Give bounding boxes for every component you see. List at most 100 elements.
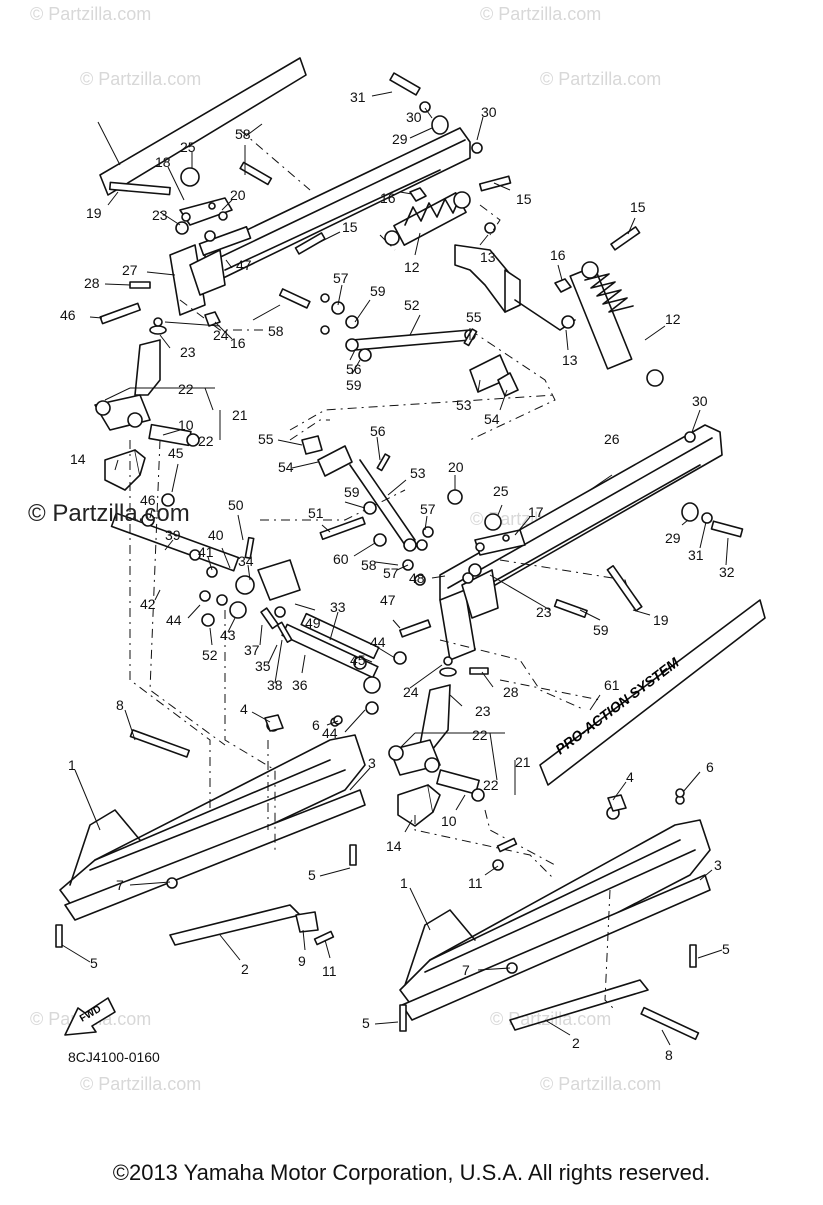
callout-label: 39 [165, 527, 181, 543]
callout-label: 23 [475, 703, 491, 719]
callout-label: 60 [333, 551, 349, 567]
watermark: © Partzilla.com [480, 4, 601, 24]
callout-label: 22 [198, 433, 214, 449]
callout-label: 47 [236, 257, 252, 273]
callout-label: 2 [241, 961, 249, 977]
assembly-lines [129, 129, 631, 1011]
callout-label: 5 [362, 1015, 370, 1031]
callout-label: 30 [481, 104, 497, 120]
callout-label: 8 [665, 1047, 673, 1063]
callout-label: 19 [653, 612, 669, 628]
watermark: © Partzilla.com [30, 4, 151, 24]
callout-label: 11 [322, 963, 337, 979]
copyright-footer: ©2013 Yamaha Motor Corporation, U.S.A. A… [112, 1160, 711, 1185]
callout-label: 52 [404, 297, 420, 313]
callout-label: 10 [178, 417, 194, 433]
callout-label: 58 [235, 126, 251, 142]
callout-label: 50 [228, 497, 244, 513]
steering-column-left [169, 226, 252, 316]
link-52-lower [349, 459, 417, 552]
callout-label: 59 [346, 377, 362, 393]
callout-label: 58 [361, 557, 377, 573]
callout-label: 15 [342, 219, 358, 235]
callout-label: 44 [166, 612, 182, 628]
steering-arm-17 [474, 529, 526, 556]
callout-label: 7 [116, 877, 124, 893]
callout-label: 10 [441, 813, 457, 829]
callout-label: 3 [368, 755, 376, 771]
callout-label: 25 [180, 139, 196, 155]
shock-absorber-12a [384, 191, 471, 246]
callout-label: 33 [330, 599, 346, 615]
callout-label: 57 [420, 501, 436, 517]
decal-61 [97, 57, 307, 196]
diagram-code: 8CJ4100-0160 [68, 1049, 160, 1065]
callout-label: 17 [528, 504, 544, 520]
spindle-right [388, 667, 485, 802]
callout-label: 57 [333, 270, 349, 286]
callout-label: 23 [152, 207, 168, 223]
callout-label: 21 [232, 407, 248, 423]
callout-label: 16 [380, 190, 396, 206]
callout-label: 19 [86, 205, 102, 221]
callout-label: 32 [719, 564, 735, 580]
watermark: © Partzilla.com [80, 1074, 201, 1094]
callout-label: 14 [386, 838, 402, 854]
callout-label: 54 [484, 411, 500, 427]
callout-label: 4 [626, 769, 634, 785]
watermark-text: © Partzilla.com [28, 500, 190, 527]
callout-label: 3 [714, 857, 722, 873]
callout-label: 1 [400, 875, 408, 891]
callout-label: 6 [706, 759, 714, 775]
callout-label: 15 [516, 191, 532, 207]
callout-label: 55 [258, 431, 274, 447]
callout-label: 28 [503, 684, 519, 700]
callout-label: 51 [308, 505, 324, 521]
callout-label: 47 [380, 592, 396, 608]
callout-label: 12 [404, 259, 420, 275]
callout-label: 2 [572, 1035, 580, 1051]
callout-label: 22 [472, 727, 488, 743]
callout-label: 26 [604, 431, 620, 447]
callout-label: 15 [630, 199, 646, 215]
callout-label: 56 [346, 361, 362, 377]
callout-label: 1 [68, 757, 76, 773]
callout-label: 5 [90, 955, 98, 971]
callout-label: 27 [122, 262, 138, 278]
callout-label: 5 [722, 941, 730, 957]
callout-label: 13 [480, 249, 496, 265]
spindle-left [94, 325, 200, 447]
callout-label: 25 [493, 483, 509, 499]
callout-label: 24 [213, 327, 229, 343]
callout-label: 37 [244, 642, 260, 658]
callout-label: 12 [665, 311, 681, 327]
callout-label: 20 [448, 459, 464, 475]
callout-label: 44 [370, 634, 386, 650]
callout-label: 59 [344, 484, 360, 500]
callout-label: 43 [220, 627, 236, 643]
callout-label: 22 [483, 777, 499, 793]
callout-label: 55 [466, 309, 482, 325]
callout-label: 16 [230, 335, 246, 351]
callout-label: 36 [292, 677, 308, 693]
bracket-13 [454, 222, 576, 331]
callout-label: 5 [308, 867, 316, 883]
ski-right [399, 795, 711, 1031]
shock-absorber-12b [569, 261, 664, 387]
callout-label: 53 [456, 397, 472, 413]
callout-label: 59 [593, 622, 609, 638]
callout-label: 18 [155, 154, 171, 170]
callout-label: 30 [406, 109, 422, 125]
callout-label: 31 [350, 89, 366, 105]
callout-label: 14 [70, 451, 86, 467]
callout-label: 61 [604, 677, 620, 693]
callout-label: 34 [238, 553, 254, 569]
callout-label: 6 [312, 717, 320, 733]
slide-rail-upper [204, 127, 471, 283]
callout-label: 4 [240, 701, 248, 717]
callout-label: 23 [180, 344, 196, 360]
callout-label: 31 [688, 547, 704, 563]
callout-label: 22 [178, 381, 194, 397]
callout-label: 53 [410, 465, 426, 481]
